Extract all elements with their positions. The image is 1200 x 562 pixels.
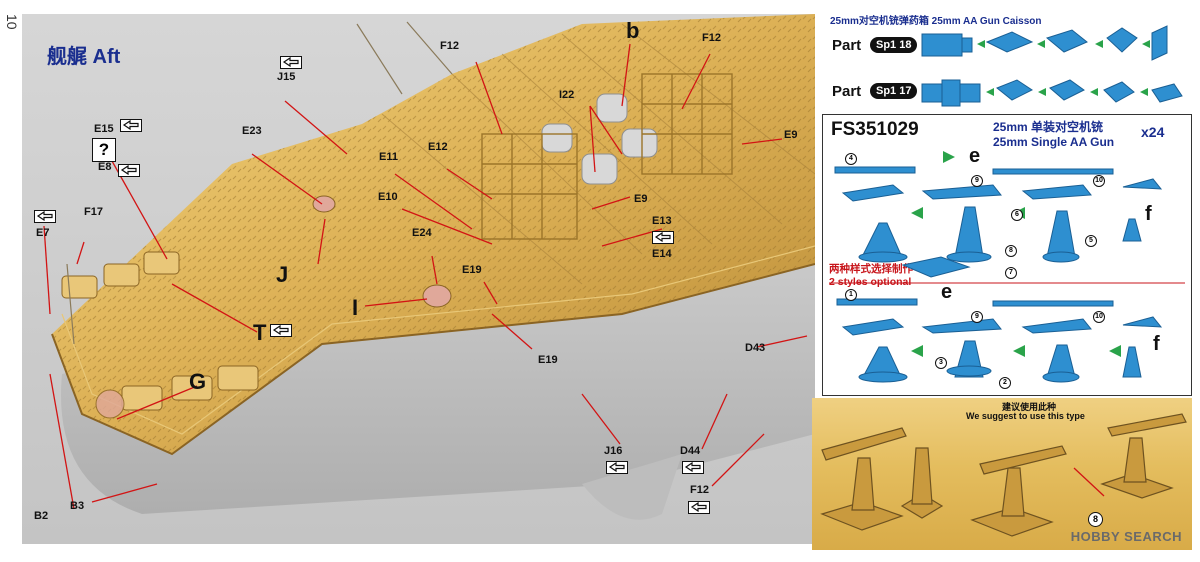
- label-F12-c: F12: [690, 484, 709, 496]
- label-E12: E12: [428, 141, 448, 153]
- label-I: I: [352, 295, 359, 320]
- step-marker: 5: [1085, 235, 1097, 247]
- step-marker: 9: [971, 311, 983, 323]
- step-marker: 2: [999, 377, 1011, 389]
- gun-models-photo: [820, 413, 1187, 537]
- label-E24: E24: [412, 227, 432, 239]
- label-I22: I22: [559, 89, 575, 101]
- ship-photo: J15 F12 b F12 I22 E9 E15 E8 E23 E12 E11 …: [22, 14, 815, 544]
- step-marker: 8: [1088, 512, 1103, 527]
- label-E19-a: E19: [462, 264, 482, 276]
- label-J16: J16: [604, 445, 623, 457]
- label-E14: E14: [652, 248, 672, 260]
- step-marker: 4: [845, 153, 857, 165]
- label-F12-b: F12: [702, 32, 721, 44]
- product-code: FS351029: [831, 119, 919, 140]
- quantity: x24: [1141, 124, 1165, 140]
- label-E13: E13: [652, 215, 672, 227]
- watermark: HOBBY SEARCH: [1070, 529, 1182, 544]
- step-marker: 3: [935, 357, 947, 369]
- turn-over-icon: [652, 231, 674, 244]
- label-b: b: [626, 18, 640, 43]
- ship-illustration: [43, 14, 815, 520]
- step-marker: 10: [1093, 311, 1105, 323]
- label-E15: E15: [94, 123, 114, 135]
- step-marker: 1: [845, 289, 857, 301]
- label-E10: E10: [378, 191, 398, 203]
- label-B2: B2: [34, 510, 49, 522]
- label-D44: D44: [680, 445, 701, 457]
- letter-f: f: [1145, 203, 1152, 225]
- turn-over-icon: [606, 461, 628, 474]
- part-label: Part: [832, 37, 862, 54]
- turn-over-icon: [34, 210, 56, 223]
- label-E9-a: E9: [784, 129, 798, 141]
- page-number: 10: [4, 14, 20, 30]
- turn-over-icon: [682, 461, 704, 474]
- label-D43: D43: [745, 342, 766, 354]
- gun-title-en: 25mm Single AA Gun: [993, 135, 1115, 149]
- caisson-panel: 25mm对空机铳弹药箱 25mm AA Gun Caisson Part Sp1…: [822, 8, 1198, 112]
- label-G: G: [189, 369, 207, 394]
- turn-over-icon: [280, 56, 302, 69]
- turn-over-icon: [118, 164, 140, 177]
- label-E8: E8: [98, 161, 112, 173]
- label-J15: J15: [277, 71, 296, 83]
- letter-e: e: [941, 281, 953, 303]
- label-E11: E11: [379, 151, 398, 163]
- label-J: J: [276, 262, 289, 287]
- caisson-caption: 25mm对空机铳弹药箱 25mm AA Gun Caisson: [830, 16, 1042, 27]
- optional-en: 2 styles optional: [829, 276, 912, 288]
- part-label: Part: [832, 83, 862, 100]
- step-marker: 8: [1005, 245, 1017, 257]
- label-F12-a: F12: [440, 40, 459, 52]
- label-E23: E23: [242, 125, 262, 137]
- letter-f: f: [1153, 333, 1160, 355]
- step-marker: 6: [1011, 209, 1023, 221]
- step-marker: 7: [1005, 267, 1017, 279]
- label-E9-b: E9: [634, 193, 648, 205]
- suggest-cn: 建议使用此种: [1002, 402, 1057, 412]
- page-title: 舰艉 Aft: [47, 46, 121, 68]
- label-F17: F17: [84, 206, 103, 218]
- part-pill: Sp1 17: [870, 83, 918, 99]
- turn-over-icon: [120, 119, 142, 132]
- part-pill: Sp1 18: [870, 37, 918, 53]
- label-E7: E7: [36, 227, 50, 239]
- letter-e: e: [969, 145, 981, 167]
- gun-title-cn: 25mm 单装对空机铳: [993, 120, 1104, 134]
- suggest-en: We suggest to use this type: [966, 411, 1085, 421]
- label-E19-b: E19: [538, 354, 558, 366]
- turn-over-icon: [688, 501, 710, 514]
- question-box: ?: [92, 138, 116, 162]
- step-marker: 9: [971, 175, 983, 187]
- step-marker: 10: [1093, 175, 1105, 187]
- caisson-steps-diagram: [921, 25, 1183, 107]
- gun-assembly-diagram: [829, 151, 1185, 383]
- label-B3: B3: [70, 500, 85, 512]
- turn-over-icon: [270, 324, 292, 337]
- aa-gun-instructions: FS351029 25mm 单装对空机铳 25mm Single AA Gun …: [822, 114, 1192, 396]
- optional-cn: 两种样式选择制作: [829, 263, 913, 275]
- label-T: T: [253, 320, 267, 345]
- suggested-type-photo: 建议使用此种 We suggest to use this type 8 HOB…: [812, 398, 1192, 550]
